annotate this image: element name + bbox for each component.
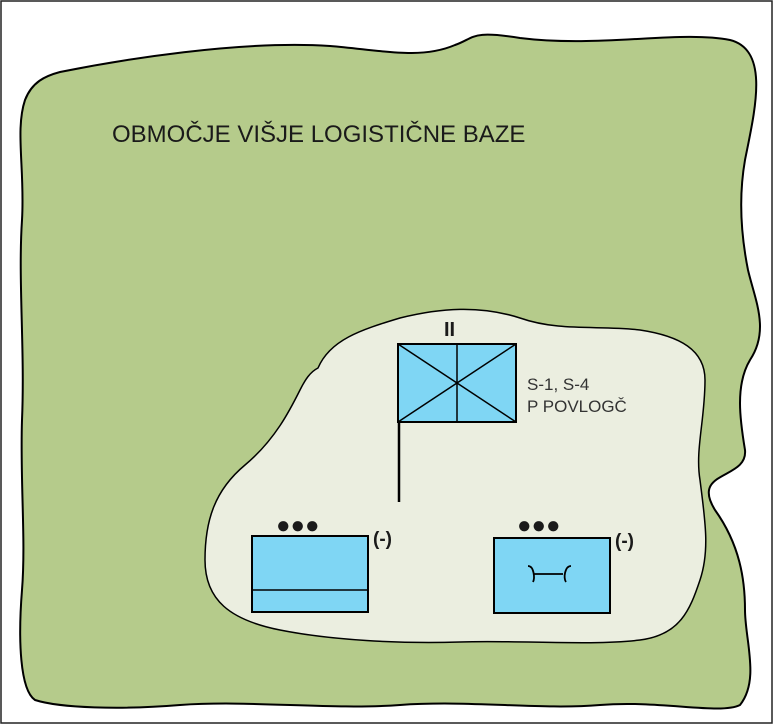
hq-echelon-mark: II	[444, 319, 455, 341]
area-title: OBMOČJE VIŠJE LOGISTIČNE BAZE	[112, 120, 525, 148]
hq-unit-symbol: II	[397, 319, 517, 502]
right-unit-modifier: (-)	[615, 531, 634, 552]
right-unit-frame	[493, 537, 611, 614]
left-echelon-mark: ●●●	[276, 512, 320, 539]
hq-label-line1: S-1, S-4	[527, 375, 589, 394]
maintenance-wrench-icon	[527, 565, 572, 583]
right-unit-symbol: ●●●	[493, 512, 611, 614]
right-echelon-mark: ●●●	[517, 512, 561, 539]
left-unit-modifier: (-)	[373, 529, 392, 550]
hq-label-line2: P POVLOGČ	[527, 397, 627, 416]
left-unit-frame	[251, 535, 369, 613]
left-unit-symbol: ●●●	[251, 512, 369, 613]
